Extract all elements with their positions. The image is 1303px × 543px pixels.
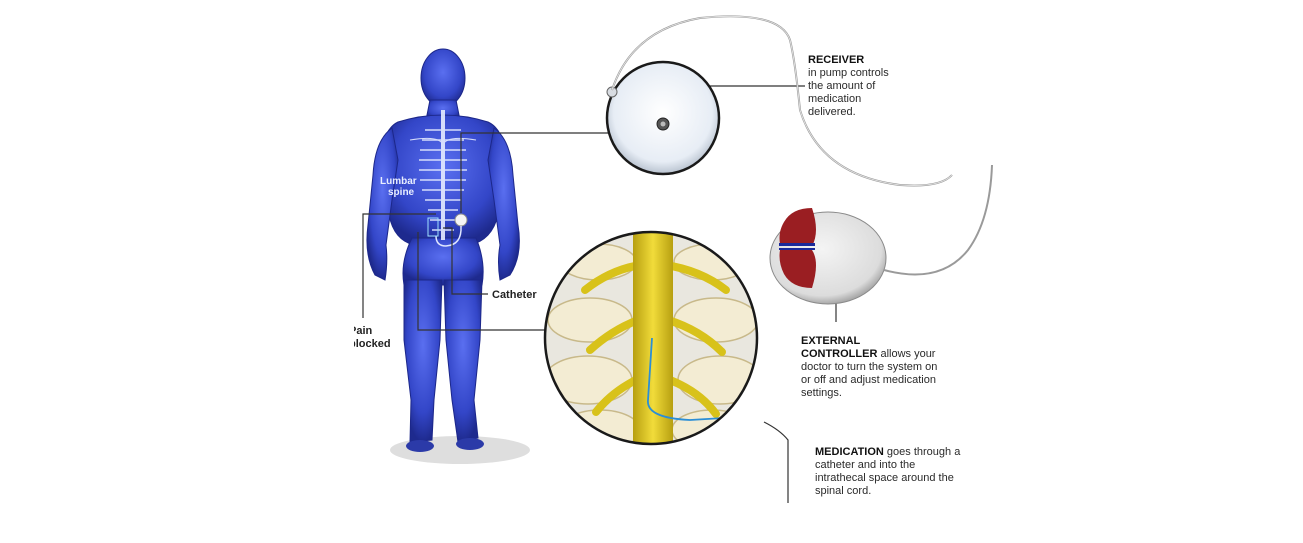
controller-line-2-rest: allows your xyxy=(877,348,935,360)
pain-blocked-line-1: Pain xyxy=(349,325,391,338)
medication-line-3: intrathecal space around the xyxy=(815,472,990,485)
pain-blocked-label: Pain blocked xyxy=(349,325,391,351)
controller-line-3: doctor to turn the system on xyxy=(801,361,976,374)
pain-blocked-line-2: blocked xyxy=(349,338,391,351)
controller-title-line-1: EXTERNAL xyxy=(801,335,976,348)
lumbar-spine-line-2: spine xyxy=(380,187,417,198)
receiver-line-2: the amount of xyxy=(808,80,928,93)
receiver-line-4: delivered. xyxy=(808,106,928,119)
external-controller xyxy=(770,208,886,304)
pump-on-figure xyxy=(455,214,467,226)
external-controller-label: EXTERNAL CONTROLLER allows your doctor t… xyxy=(801,335,976,400)
spinal-cord-zoom xyxy=(540,225,770,455)
receiver-label: RECEIVER in pump controls the amount of … xyxy=(808,54,928,119)
medication-title: MEDICATION xyxy=(815,446,884,458)
controller-cable xyxy=(884,165,992,275)
medication-line-4: spinal cord. xyxy=(815,485,990,498)
medication-title-rest: goes through a xyxy=(884,446,960,458)
medication-line-2: catheter and into the xyxy=(815,459,990,472)
lumbar-spine-label: Lumbar spine xyxy=(380,176,417,198)
medication-label: MEDICATION goes through a catheter and i… xyxy=(815,446,990,498)
receiver-title: RECEIVER xyxy=(808,54,928,67)
controller-title-line-2: CONTROLLER xyxy=(801,348,877,360)
controller-line-4: or off and adjust medication xyxy=(801,374,976,387)
receiver-line-3: medication xyxy=(808,93,928,106)
receiver-pump xyxy=(607,62,719,174)
controller-line-5: settings. xyxy=(801,387,976,400)
lumbar-spine-line-1: Lumbar xyxy=(380,176,417,187)
receiver-line-1: in pump controls xyxy=(808,67,928,80)
catheter-label: Catheter xyxy=(492,289,537,302)
